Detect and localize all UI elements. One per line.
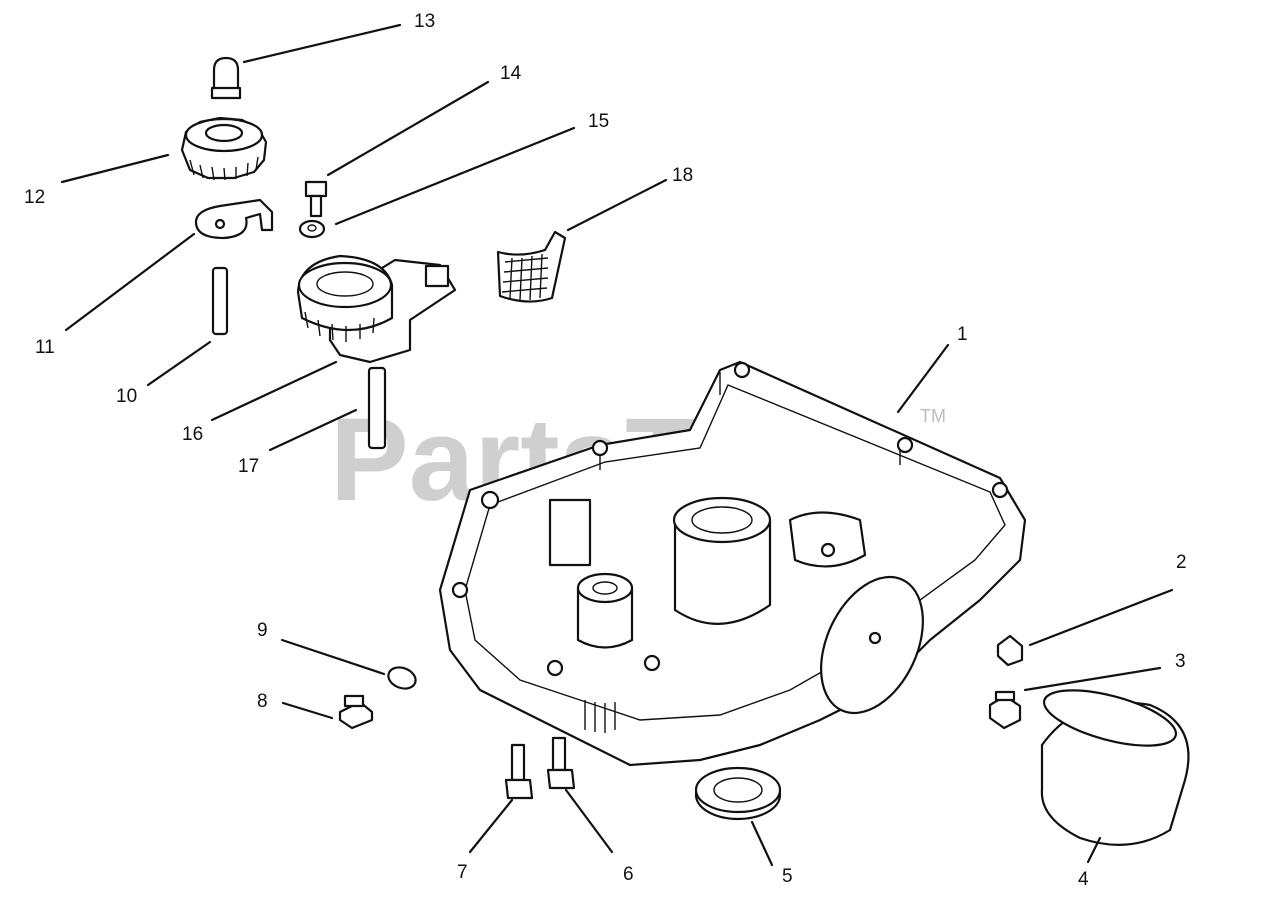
callout-2: 2 <box>1176 552 1187 573</box>
callout-9: 9 <box>257 620 268 641</box>
callout-3: 3 <box>1175 651 1186 672</box>
callout-4: 4 <box>1078 869 1089 890</box>
part-7-bolt[interactable] <box>504 743 534 800</box>
callout-18: 18 <box>672 165 693 186</box>
part-11-bracket[interactable] <box>194 198 274 240</box>
callout-17: 17 <box>238 456 259 477</box>
part-8-plug[interactable] <box>338 694 374 730</box>
callout-6: 6 <box>623 864 634 885</box>
part-1-oil-pan[interactable] <box>438 360 1027 767</box>
callout-16: 16 <box>182 424 203 445</box>
leader-lines <box>60 23 1174 867</box>
part-16-oil-pump[interactable] <box>296 254 457 364</box>
callout-14: 14 <box>500 63 522 84</box>
callout-1: 1 <box>957 324 968 345</box>
part-18-screen[interactable] <box>496 230 567 303</box>
part-10-rod[interactable] <box>211 266 229 336</box>
part-4-oil-filter[interactable] <box>1039 679 1190 846</box>
callout-11: 11 <box>35 337 55 358</box>
part-15-washer[interactable] <box>298 219 326 239</box>
part-13-cap[interactable] <box>210 56 242 100</box>
callout-labels: 1 2 3 4 5 6 7 8 9 10 11 12 13 14 15 16 1… <box>24 11 1187 890</box>
callout-7: 7 <box>457 862 468 883</box>
watermark-tm: TM <box>920 406 946 426</box>
part-5-seal[interactable] <box>694 766 782 821</box>
part-3-fitting[interactable] <box>988 690 1022 730</box>
part-17-pin[interactable] <box>367 366 387 450</box>
callout-8: 8 <box>257 691 268 712</box>
part-12-gear[interactable] <box>180 116 268 181</box>
callout-13: 13 <box>414 11 435 32</box>
part-2-plug[interactable] <box>996 634 1024 667</box>
callout-12: 12 <box>24 187 45 208</box>
part-6-bolt[interactable] <box>546 736 576 790</box>
part-14-bolt[interactable] <box>304 180 328 218</box>
callout-10: 10 <box>116 386 137 407</box>
callout-5: 5 <box>782 866 793 887</box>
part-9-o-ring[interactable] <box>385 664 418 692</box>
callout-15: 15 <box>588 111 609 132</box>
